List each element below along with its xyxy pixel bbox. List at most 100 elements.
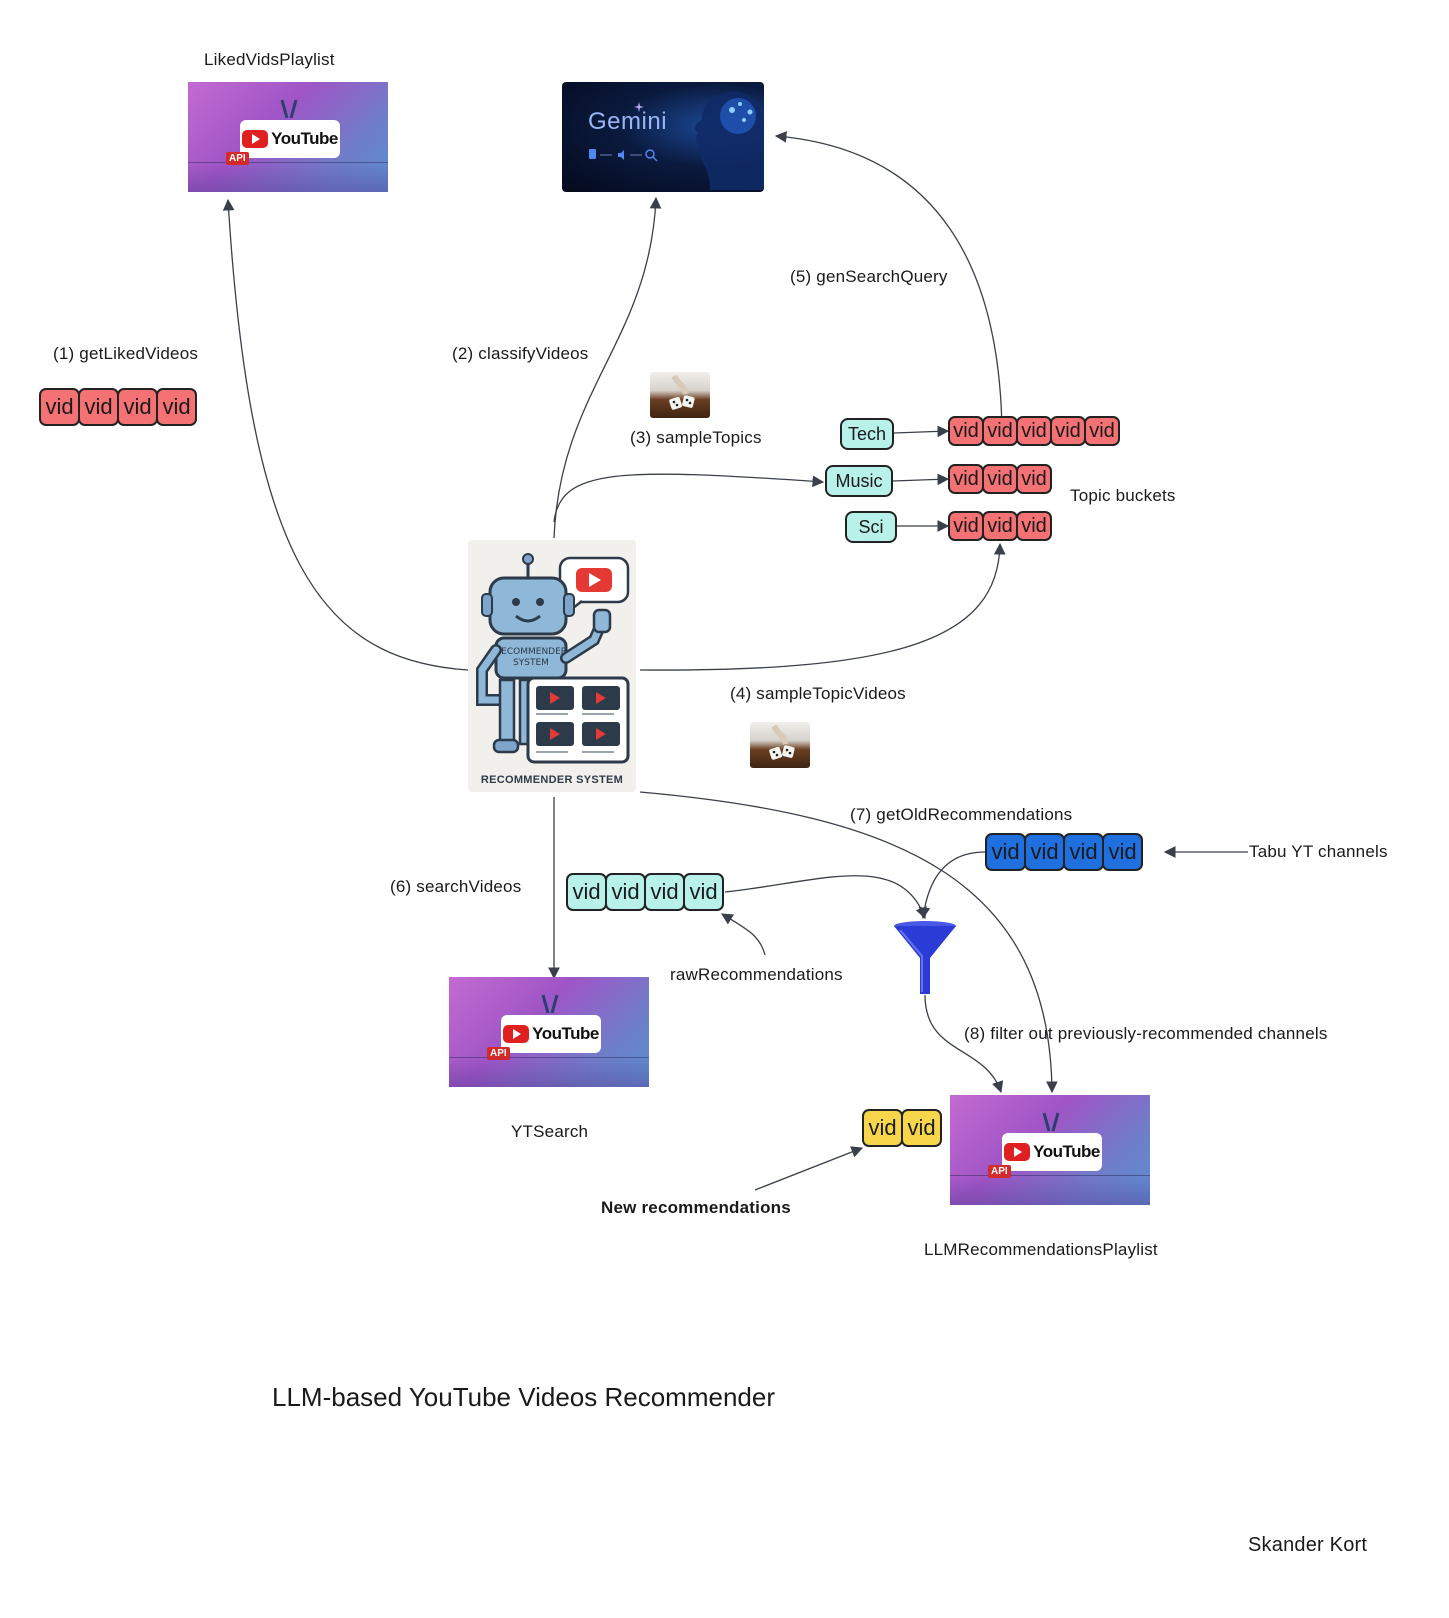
raw-recommendations-strip: vid vid vid vid: [566, 873, 724, 911]
new-rec-vid-chip: vid: [862, 1109, 903, 1147]
funnel-icon: [894, 921, 956, 994]
arrow-new-recs-pointer: [754, 1146, 864, 1191]
card-glow: [188, 162, 388, 192]
tabu-channels-label: Tabu YT channels: [1249, 842, 1388, 861]
tech-vid-chip: vid: [948, 416, 984, 446]
arrow-raw-to-funnel: [724, 875, 927, 920]
topic-music: Music: [825, 465, 893, 497]
youtube-play-icon: [242, 130, 269, 148]
raw-recommendations-label: rawRecommendations: [670, 965, 843, 984]
dice-image: [650, 372, 710, 418]
tech-vid-chip: vid: [1084, 416, 1120, 446]
music-vid-chip: vid: [948, 464, 984, 494]
liked-vid-chip: vid: [156, 388, 197, 426]
topic-tech: Tech: [840, 418, 894, 450]
step-7-label: (7) getOldRecommendations: [850, 805, 1073, 824]
music-vid-chip: vid: [982, 464, 1018, 494]
sci-bucket-strip: vid vid vid: [948, 511, 1052, 541]
youtube-logo: YouTube: [240, 120, 340, 158]
dice-image: [750, 722, 810, 768]
step-1-label: (1) getLikedVideos: [53, 344, 199, 363]
svg-text:RECOMMENDER: RECOMMENDER: [495, 647, 567, 657]
sci-vid-chip: vid: [1016, 511, 1052, 541]
old-rec-vid-chip: vid: [1024, 833, 1065, 871]
liked-playlist-label: LikedVidsPlaylist: [204, 50, 335, 69]
diagram-title: LLM-based YouTube Videos Recommender: [272, 1382, 775, 1412]
raw-rec-vid-chip: vid: [605, 873, 646, 911]
horizon-line: [188, 162, 388, 163]
ai-head-icon: [695, 91, 764, 190]
dice-icon: [669, 374, 695, 410]
yt-search-label: YTSearch: [511, 1122, 589, 1141]
recommender-caption: RECOMMENDER SYSTEM: [480, 774, 624, 786]
gemini-card: Gemini: [562, 82, 764, 192]
card-glow: [950, 1175, 1150, 1205]
tech-vid-chip: vid: [1050, 416, 1086, 446]
liked-vid-chip: vid: [117, 388, 158, 426]
liked-vid-chip: vid: [78, 388, 119, 426]
old-rec-vid-chip: vid: [1063, 833, 1104, 871]
liked-vid-chip: vid: [39, 388, 80, 426]
tech-vid-chip: vid: [982, 416, 1018, 446]
tv-antenna-icon: [280, 99, 298, 119]
sci-vid-chip: vid: [948, 511, 984, 541]
llm-playlist-card: YouTube API: [950, 1095, 1150, 1205]
arrow-robot-to-llm-playlist: [639, 791, 1058, 1094]
step-8-label: (8) filter out previously-recommended ch…: [964, 1024, 1328, 1043]
youtube-wordmark: YouTube: [271, 129, 338, 148]
yt-search-card: YouTube API: [449, 977, 649, 1087]
api-badge: API: [487, 1047, 510, 1060]
tech-bucket-strip: vid vid vid vid vid: [948, 416, 1120, 446]
llm-playlist-label: LLMRecommendationsPlaylist: [924, 1240, 1158, 1259]
horizon-line: [449, 1057, 649, 1058]
arrow-sample-topics: [553, 473, 825, 523]
gemini-wordmark: Gemini: [588, 108, 668, 135]
music-bucket-strip: vid vid vid: [948, 464, 1052, 494]
arrow-tech-bucket: [893, 425, 950, 438]
step-6-label: (6) searchVideos: [390, 877, 522, 896]
liked-playlist-card: YouTube API: [188, 82, 388, 192]
raw-rec-vid-chip: vid: [683, 873, 724, 911]
youtube-play-icon: [1004, 1143, 1031, 1161]
step-5-label: (5) genSearchQuery: [790, 267, 948, 286]
arrow-sample-topic-videos: [639, 542, 1006, 671]
new-recommendations-label: New recommendations: [601, 1198, 791, 1217]
step-3-label: (3) sampleTopics: [630, 428, 762, 447]
tech-vid-chip: vid: [1016, 416, 1052, 446]
api-badge: API: [226, 152, 249, 165]
svg-text:SYSTEM: SYSTEM: [513, 658, 549, 668]
step-2-label: (2) classifyVideos: [452, 344, 589, 363]
horizon-line: [950, 1175, 1150, 1176]
arrow-classify-videos: [553, 196, 662, 539]
raw-rec-vid-chip: vid: [644, 873, 685, 911]
topic-sci: Sci: [845, 511, 897, 543]
liked-videos-strip: vid vid vid vid: [39, 388, 197, 426]
dice-icon: [769, 724, 795, 760]
youtube-wordmark: YouTube: [532, 1024, 599, 1043]
youtube-logo: YouTube: [501, 1015, 601, 1053]
old-rec-vid-chip: vid: [985, 833, 1026, 871]
gemini-feature-icons: [589, 149, 658, 162]
raw-rec-vid-chip: vid: [566, 873, 607, 911]
music-vid-chip: vid: [1016, 464, 1052, 494]
old-recommendations-strip: vid vid vid vid: [985, 833, 1143, 871]
old-rec-vid-chip: vid: [1102, 833, 1143, 871]
youtube-logo: YouTube: [1002, 1133, 1102, 1171]
youtube-wordmark: YouTube: [1033, 1142, 1100, 1161]
arrow-old-to-funnel: [918, 851, 986, 920]
tv-antenna-icon: [541, 994, 559, 1014]
youtube-play-icon: [503, 1025, 530, 1043]
arrow-music-bucket: [892, 473, 950, 486]
api-badge: API: [988, 1165, 1011, 1178]
new-recommendations-strip: vid vid: [862, 1109, 942, 1147]
card-glow: [449, 1057, 649, 1087]
topic-buckets-label: Topic buckets: [1070, 486, 1176, 505]
arrow-raw-label-pointer: [721, 913, 766, 956]
new-rec-vid-chip: vid: [901, 1109, 942, 1147]
sparkle-icon: [634, 102, 644, 112]
tv-antenna-icon: [1042, 1112, 1060, 1132]
robot-icon: RECOMMENDER SYSTEM: [476, 553, 630, 764]
arrow-funnel-to-llm-playlist: [924, 994, 1004, 1094]
arrow-gen-search-query: [774, 131, 1003, 433]
